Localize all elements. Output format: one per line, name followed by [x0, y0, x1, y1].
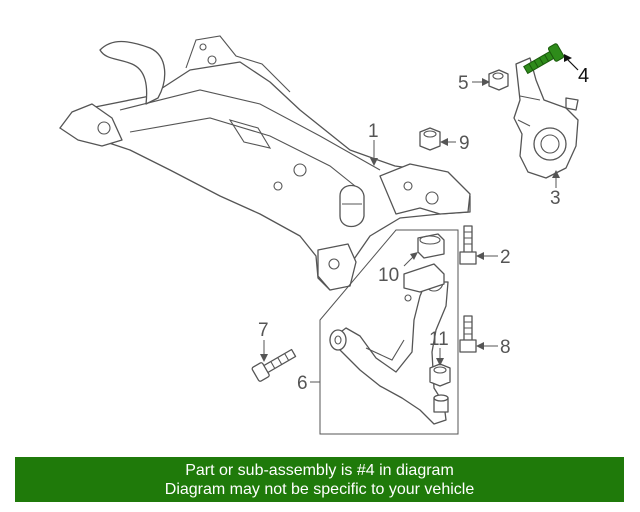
banner-line-2: Diagram may not be specific to your vehi… [164, 481, 475, 498]
nut-part-5 [488, 69, 509, 91]
nut-part-9 [419, 127, 441, 151]
callout-10: 10 [378, 265, 399, 286]
bushing-part-10 [417, 233, 445, 259]
parts-diagram: 1 2 3 4 5 6 7 8 9 10 11 [59, 35, 589, 435]
callout-3: 3 [550, 188, 561, 209]
leader-lines [260, 54, 579, 383]
callout-11: 11 [429, 329, 449, 350]
callout-1: 1 [368, 121, 379, 142]
notice-banner: Part or sub-assembly is #4 in diagram Di… [15, 457, 624, 502]
callout-5: 5 [458, 73, 469, 94]
banner-line-1: Part or sub-assembly is #4 in diagram [185, 462, 454, 479]
callout-6: 6 [297, 373, 308, 394]
control-arm-part-6 [329, 263, 449, 425]
callout-7: 7 [258, 320, 269, 341]
bolt-part-7 [251, 348, 297, 382]
callout-2: 2 [500, 247, 511, 268]
steering-knuckle-part-3 [513, 57, 579, 179]
bolt-part-8 [459, 315, 477, 353]
nut-part-11 [429, 363, 451, 387]
group-bracket [319, 229, 459, 435]
bolt-part-2 [459, 225, 477, 265]
callout-8: 8 [500, 337, 511, 358]
subframe-crossmember [59, 35, 471, 291]
highlighted-bolt-part-4 [523, 43, 565, 75]
callout-9: 9 [459, 133, 470, 154]
callout-4: 4 [578, 65, 589, 87]
